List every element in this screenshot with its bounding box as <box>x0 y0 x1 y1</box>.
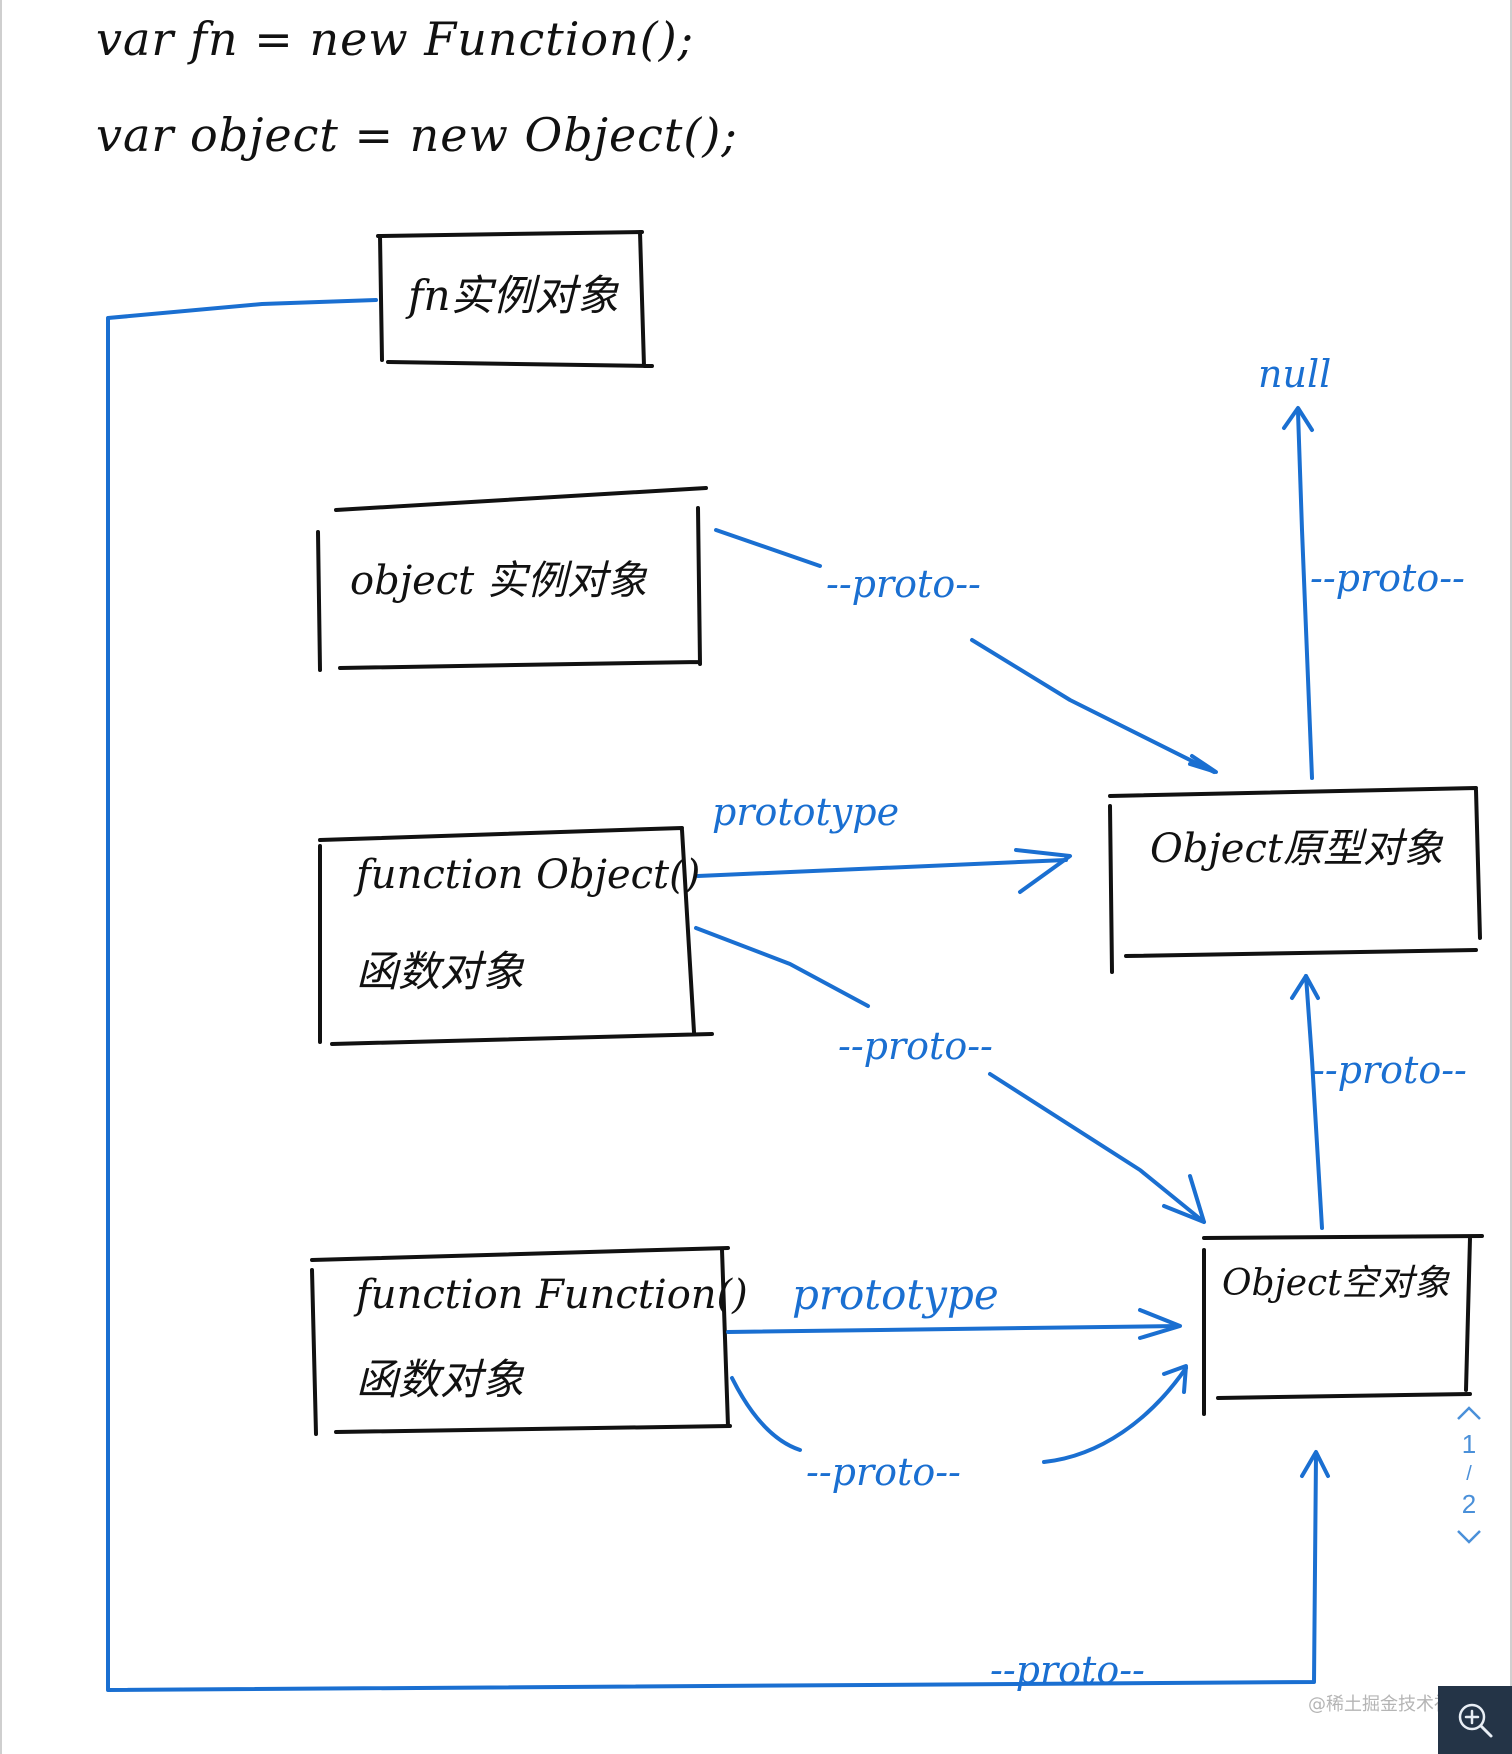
arrowhead-fn-proto <box>1300 1450 1330 1478</box>
box-object-prototype-outline <box>1108 786 1482 974</box>
arrowhead-object-prototype <box>1014 848 1072 894</box>
function-function-subtitle: 函数对象 <box>356 1355 525 1404</box>
current-page: 1 <box>1461 1429 1477 1459</box>
arrow-empty-to-prototype <box>1304 974 1324 1230</box>
arrowhead-function-proto <box>1162 1364 1188 1394</box>
null-label: null <box>1258 352 1332 396</box>
proto-label-empty-prototype: --proto-- <box>1312 1048 1467 1092</box>
right-border <box>1510 0 1512 1754</box>
arrow-object-function-proto-a <box>694 926 870 1008</box>
arrow-object-instance-proto-a <box>714 528 822 568</box>
code-line-function: var fn = new Function(); <box>96 12 695 66</box>
proto-label-object-function: --proto-- <box>838 1024 993 1068</box>
arrowhead-empty-to-prototype <box>1290 974 1320 1000</box>
left-border <box>0 0 2 1754</box>
proto-label-object-instance: --proto-- <box>826 562 981 606</box>
watermark: @稀土掘金技术社区 <box>1308 1694 1470 1715</box>
object-function-label: function Object() <box>356 852 701 898</box>
proto-label-prototype-null: --proto-- <box>1310 556 1465 600</box>
fn-instance-label: fn实例对象 <box>408 271 619 320</box>
arrow-object-function-proto-b <box>988 1072 1206 1224</box>
chevron-down-icon[interactable] <box>1440 1519 1498 1553</box>
object-empty-label: Object空对象 <box>1222 1263 1450 1304</box>
zoom-in-icon <box>1458 1703 1493 1738</box>
total-pages: 2 <box>1461 1489 1477 1519</box>
arrow-function-proto-a <box>730 1376 802 1452</box>
arrow-object-instance-proto-b <box>970 638 1216 774</box>
arrowhead-null <box>1282 406 1314 432</box>
prototype-label-function: prototype <box>792 1270 999 1319</box>
box-object-empty-outline <box>1202 1234 1484 1416</box>
arrowhead-object-function-proto <box>1162 1174 1206 1224</box>
arrow-prototype-to-null <box>1296 410 1314 780</box>
prototype-label-object: prototype <box>712 790 900 834</box>
box-object-instance-outline <box>316 486 708 672</box>
code-line-object: var object = new Object(); <box>96 108 738 162</box>
page-navigator: 1 / 2 <box>1440 1395 1498 1553</box>
arrow-object-prototype <box>696 858 1068 878</box>
proto-label-fn-loop: --proto-- <box>990 1648 1145 1692</box>
zoom-button[interactable] <box>1438 1686 1512 1754</box>
object-prototype-label: Object原型对象 <box>1150 826 1443 872</box>
function-function-label: function Function() <box>356 1272 748 1318</box>
page-separator: / <box>1466 1463 1472 1485</box>
chevron-up-icon[interactable] <box>1440 1395 1498 1429</box>
box-object-function-outline <box>318 826 714 1046</box>
arrow-fn-proto-loop <box>106 298 1318 1692</box>
arrow-function-prototype <box>726 1324 1180 1334</box>
object-instance-label: object 实例对象 <box>350 558 647 604</box>
arrow-function-proto-b <box>1042 1366 1188 1464</box>
proto-label-function: --proto-- <box>806 1450 961 1494</box>
box-fn-instance-outline <box>376 230 654 368</box>
arrowhead-function-prototype <box>1138 1308 1182 1340</box>
box-function-function-outline <box>310 1246 732 1436</box>
arrowhead-object-instance-proto <box>1188 754 1218 774</box>
object-function-subtitle: 函数对象 <box>356 947 525 996</box>
